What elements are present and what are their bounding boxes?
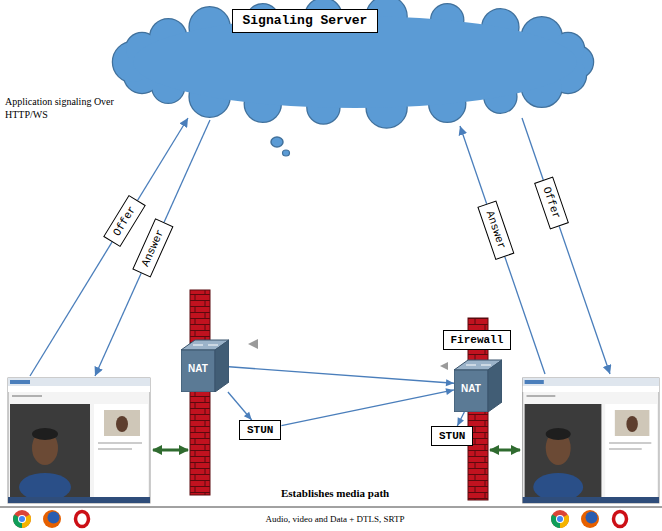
panel-line: [98, 442, 142, 444]
media-arrow: [153, 449, 188, 452]
media-arrow: [490, 449, 520, 452]
base-line: [0, 507, 662, 508]
message-box: Offer: [534, 176, 569, 229]
connector-head: [244, 412, 252, 420]
browser-screenshot: [8, 378, 150, 503]
taskbar: [8, 497, 150, 503]
note-text: Establishes media path: [281, 486, 389, 500]
firewall-box: Firewall: [443, 330, 512, 350]
icon-part: [557, 516, 563, 522]
pointer-triangle: [440, 362, 448, 370]
small-person: [116, 416, 128, 432]
window-menu: [12, 395, 42, 397]
message-box: Offer: [103, 195, 146, 247]
opera-icon: [614, 512, 627, 527]
message-box: Answer: [132, 219, 173, 278]
server-name: Signaling Server: [232, 9, 379, 33]
connector-line: [457, 412, 464, 426]
person-hair: [32, 428, 58, 440]
signaling-arrow: [522, 118, 610, 374]
nat-front: [181, 350, 215, 392]
window-frame: [523, 378, 659, 503]
box-label: Offer: [539, 185, 563, 221]
firefox-icon: [43, 510, 61, 528]
icon-part: [586, 512, 598, 524]
window-header: [8, 378, 150, 386]
nat-label: NAT: [181, 363, 215, 375]
panel-line: [609, 442, 651, 444]
note-text: Audio, video and Data + DTLS, SRTP: [266, 514, 405, 525]
connector-head: [446, 379, 454, 386]
cloud-server: Signaling Server: [100, 0, 610, 140]
connector: [229, 367, 454, 386]
nat-device: NAT: [181, 338, 229, 392]
box-label: Answer: [138, 227, 167, 269]
stun-box: STUN: [239, 420, 281, 440]
nat-device: NAT: [454, 358, 502, 412]
side-panel: [605, 404, 657, 497]
icon-part: [43, 510, 61, 528]
side-panel: [94, 404, 148, 497]
note-text: Application signaling Over HTTP/WS: [5, 95, 123, 121]
person-body: [19, 473, 71, 501]
signaling-arrow: [30, 118, 188, 376]
icon-part: [581, 510, 599, 528]
box-label: STUN: [247, 423, 273, 437]
firewall-wall: [190, 290, 210, 495]
nat-label: NAT: [454, 383, 488, 395]
connector-line: [229, 367, 454, 383]
window-toolbar: [523, 386, 659, 392]
chrome-icon: [13, 510, 31, 528]
connector-head: [457, 417, 464, 426]
opera-icon: [76, 512, 89, 527]
message-box: Answer: [477, 200, 514, 259]
connector: [457, 412, 464, 426]
stun-box: STUN: [431, 426, 473, 446]
small-person: [626, 416, 638, 432]
chrome-icon: [551, 510, 569, 528]
icon-part: [551, 510, 569, 528]
cloud-bubble: [271, 137, 283, 147]
window-toolbar: [8, 386, 150, 392]
person-body: [533, 473, 583, 501]
nat-side: [215, 340, 229, 392]
connector: [228, 392, 252, 420]
firefox-icon: [581, 510, 599, 528]
window-menu: [527, 395, 556, 397]
connector-line: [281, 390, 454, 426]
nat-arrows: [193, 344, 218, 345]
icon-part: [48, 512, 60, 524]
nat-side: [488, 360, 502, 412]
pointer-triangle: [248, 339, 258, 349]
small-video: [615, 410, 650, 436]
window-tab: [10, 380, 30, 384]
browser-screenshot: [523, 378, 659, 503]
box-label: Answer: [482, 209, 508, 251]
icon-part: [614, 512, 627, 527]
person-hair: [546, 428, 571, 440]
icon-part: [13, 510, 31, 528]
window-frame: [8, 378, 150, 503]
box-label: Offer: [110, 203, 139, 238]
connector-head: [445, 388, 454, 395]
panel-line: [609, 448, 642, 450]
window-header: [523, 378, 659, 386]
nat-arrows: [466, 364, 491, 365]
box-label: Firewall: [451, 333, 504, 347]
cloud-bubble: [283, 150, 290, 156]
window-tab: [525, 380, 544, 384]
icon-part: [19, 516, 25, 522]
icon-part: [18, 515, 26, 523]
icon-part: [556, 515, 564, 523]
panel-line: [98, 448, 132, 450]
nat-front: [454, 370, 488, 412]
taskbar: [523, 497, 659, 503]
icon-part: [76, 512, 89, 527]
connector: [281, 388, 454, 425]
small-video: [104, 410, 140, 436]
connector-line: [228, 392, 252, 420]
box-label: STUN: [439, 429, 465, 443]
